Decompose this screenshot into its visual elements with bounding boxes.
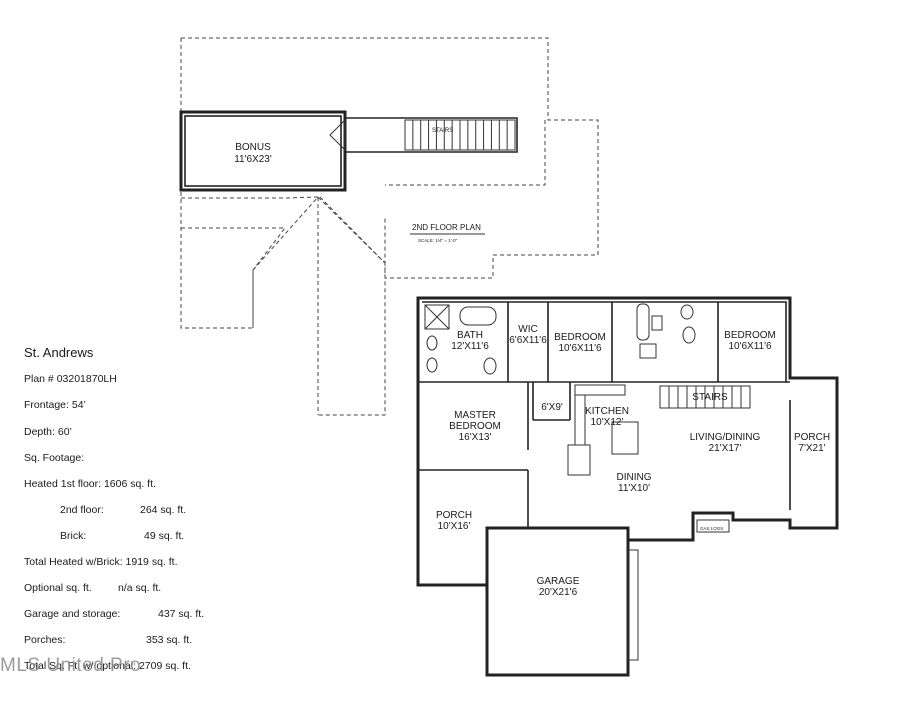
brick-label: Brick: (60, 530, 87, 542)
depth: Depth: 60’ (24, 426, 72, 438)
room-label-master: BEDROOM (449, 421, 501, 432)
room-label-porch_right: PORCH (794, 432, 830, 443)
bonus-dim: 11'6X23' (234, 154, 272, 165)
room-label-bedroom2: BEDROOM (554, 332, 606, 343)
heated-first-floor: Heated 1st floor: 1606 sq. ft. (24, 478, 156, 490)
watermark: MLS United Pro (0, 655, 142, 676)
room-label-master: MASTER (454, 410, 496, 421)
second-floor-stair-label: STAIRS (432, 128, 453, 134)
room-label-kitchen: KITCHEN (585, 406, 629, 417)
room-label-porch_left: PORCH (436, 510, 472, 521)
first-floor-plan: GAS LOGS (416, 296, 839, 677)
garage-storage-label: Garage and storage: (24, 608, 121, 620)
room-label-dining: DINING (617, 472, 652, 483)
room-dim-dining: 11'X10' (618, 483, 650, 494)
second-floor-title: 2ND FLOOR PLAN (412, 223, 481, 232)
room-dim-garage: 20'X21'6 (539, 587, 578, 598)
plan-name: St. Andrews (24, 345, 94, 360)
room-label-bedroom3: BEDROOM (724, 330, 776, 341)
porches-value: 353 sq. ft. (146, 634, 193, 646)
room-dim-master: 16'X13' (459, 432, 492, 443)
brick-value: 49 sq. ft. (144, 530, 185, 542)
second-floor-plan: BONUS 11'6X23' STAIRS 2ND FLOOR PLAN SCA… (179, 37, 599, 416)
room-dim-living: 21'X17' (709, 443, 742, 454)
room-label-stairs: STAIRS (692, 392, 728, 403)
room-label-wic: WIC (518, 324, 537, 335)
fireplace-label: GAS LOGS (700, 526, 723, 531)
optional-value: n/a sq. ft. (118, 582, 162, 594)
second-floor-value: 264 sq. ft. (140, 504, 187, 516)
room-dim-wic: 6'6X11'6 (509, 335, 547, 346)
sq-footage-heading: Sq. Footage: (24, 452, 85, 464)
total-with-optional: Total Sq. Ft. w/ optional: 2709 sq. ft. (24, 660, 191, 672)
room-dim-porch_right: 7'X21' (798, 443, 825, 454)
second-floor-scale: SCALE: 1/4" = 1'-0" (418, 238, 458, 243)
room-dim-laundry: 6'X9' (541, 402, 563, 413)
bonus-room (179, 110, 347, 192)
plan-number: Plan # 03201870LH (24, 373, 117, 385)
frontage: Frontage: 54’ (24, 399, 86, 411)
room-dim-bedroom2: 10'6X11'6 (558, 343, 602, 354)
room-dim-kitchen: 10'X12' (591, 417, 624, 428)
room-dim-bath: 12'X11'6 (451, 341, 489, 352)
porches-label: Porches: (24, 634, 66, 646)
room-label-bath: BATH (457, 330, 483, 341)
room-label-living: LIVING/DINING (690, 432, 761, 443)
total-heated: Total Heated w/Brick: 1919 sq. ft. (24, 556, 178, 568)
room-dim-bedroom3: 10'6X11'6 (728, 341, 772, 352)
bonus-label: BONUS (235, 142, 271, 153)
optional-label: Optional sq. ft. (24, 582, 92, 594)
room-dim-porch_left: 10'X16' (438, 521, 471, 532)
room-label-garage: GARAGE (537, 576, 580, 587)
roof-outline (180, 37, 599, 416)
garage-storage-value: 437 sq. ft. (158, 608, 205, 620)
second-floor-label: 2nd floor: (60, 504, 104, 516)
garage-walls (485, 526, 630, 677)
